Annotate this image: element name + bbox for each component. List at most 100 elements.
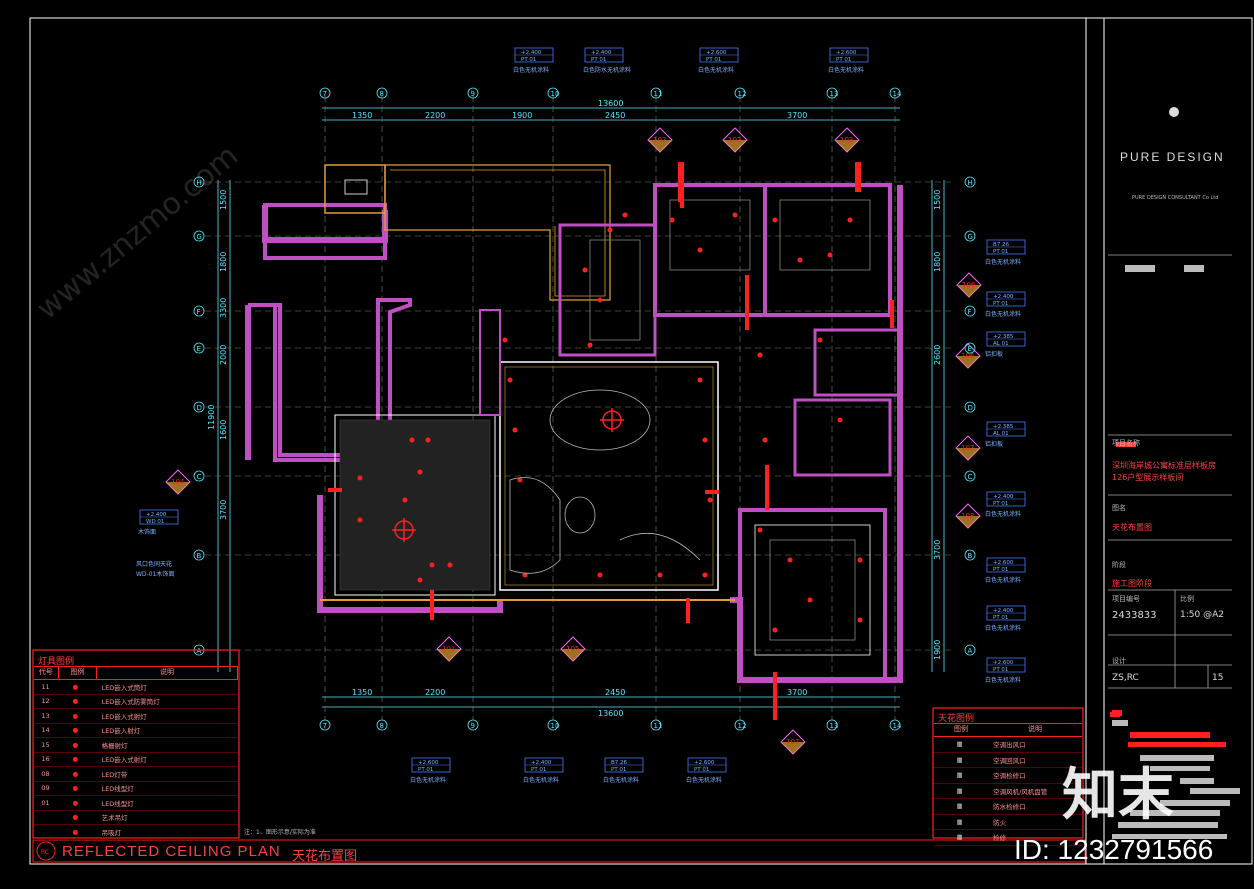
grid-label: D xyxy=(968,404,973,412)
downlight xyxy=(402,497,408,503)
tag-note: 铝扣板 xyxy=(985,440,1003,448)
callout-number: 106 xyxy=(962,281,976,289)
callout-number: 108 xyxy=(961,512,974,520)
legend-code: 01 xyxy=(41,798,50,807)
dim-text-top: 2200 xyxy=(425,111,445,120)
grid-bubble xyxy=(734,87,746,99)
tag-code: PT 01 xyxy=(993,615,1008,621)
grid-label: 9 xyxy=(471,90,475,98)
grid-bubble xyxy=(964,305,976,317)
legend-desc: 空调出风口 xyxy=(993,741,1026,750)
grid-bubble xyxy=(467,87,479,99)
dim-text-top: 1900 xyxy=(512,111,532,120)
redaction-bars-bottom xyxy=(1110,712,1120,717)
dim-total-top: 13600 xyxy=(598,99,623,108)
grid-bubble xyxy=(964,176,976,188)
downlight xyxy=(762,437,768,443)
dim-chain-bottom xyxy=(322,696,900,708)
callout-number: 103 xyxy=(840,136,853,144)
company-line: PURE DESIGN CONSULTANT Co Ltd xyxy=(1132,195,1219,201)
tb-stage-label: 阶段 xyxy=(1112,561,1126,569)
downlight xyxy=(522,572,528,578)
legend-row: 11●LED嵌入式筒灯 xyxy=(34,680,238,695)
legend-header-cell: 图例 xyxy=(59,667,98,679)
legend-row: ●吊吸灯 xyxy=(34,825,238,840)
callout-marker: 102 xyxy=(647,127,673,153)
legend-row: ▦空调风机/风机盘管 xyxy=(934,784,1082,799)
tag-level: +2.400 xyxy=(993,294,1014,300)
furniture xyxy=(509,389,701,574)
watermark-brand: 知末 xyxy=(1062,763,1174,828)
grid-label: E xyxy=(197,345,201,353)
tag-level: +2.400 xyxy=(993,494,1014,500)
legend-desc: 检修 xyxy=(993,834,1007,843)
grid-bubble xyxy=(319,719,331,731)
tag-note: 白色无机涂料 xyxy=(985,258,1021,266)
grid-bubble xyxy=(319,87,331,99)
dim-text-right: 2600 xyxy=(933,345,942,365)
grid-label: 10 xyxy=(551,722,560,730)
kitchen xyxy=(558,223,657,357)
tag-code: PT 01 xyxy=(993,249,1008,255)
callout-number: 106 xyxy=(961,352,975,360)
grid-bubble xyxy=(889,87,901,99)
legend-code: 16 xyxy=(41,755,50,764)
legend-row: 16●LED嵌入式射灯 xyxy=(34,753,238,767)
grid-label: A xyxy=(197,647,202,655)
tag-note: 白色防水无机涂料 xyxy=(583,66,631,74)
callout-number: 105 xyxy=(566,645,579,653)
callout-marker: 106 xyxy=(956,272,982,298)
downlight xyxy=(512,427,518,433)
downlight xyxy=(857,557,863,563)
tag-code: PT 01 xyxy=(836,57,851,63)
callout-marker: 107 xyxy=(955,435,981,461)
grid-label: C xyxy=(197,473,202,481)
downlight xyxy=(697,247,703,253)
tb-number: 2433833 xyxy=(1112,610,1157,621)
tag-code: AL 01 xyxy=(993,341,1009,347)
legend-note: 注：1、图形示意/实际为准 xyxy=(244,829,316,836)
bath-right-1 xyxy=(813,328,902,397)
bedroom-2 xyxy=(763,183,892,317)
tag-level: +2.385 xyxy=(993,334,1014,340)
downlight xyxy=(857,617,863,623)
grid-label: A xyxy=(968,647,973,655)
tag-note: 铝扣板 xyxy=(985,350,1003,358)
red-marker xyxy=(773,672,777,720)
grid-label: 9 xyxy=(471,722,475,730)
dim-text-left: 1800 xyxy=(219,252,228,272)
legend-code: 14 xyxy=(41,726,50,735)
tag-level: B7.26 xyxy=(993,242,1010,248)
svg-text:RC: RC xyxy=(41,849,49,856)
legend-row: 14●LED嵌入射灯 xyxy=(34,724,238,738)
grid-label: H xyxy=(197,179,202,187)
callout-number: 101 xyxy=(442,645,455,653)
grid-bubble xyxy=(376,719,388,731)
downlight xyxy=(807,597,813,603)
legend-desc: 空调检修口 xyxy=(993,772,1026,781)
callout-marker: 107 xyxy=(780,729,806,755)
grid-bubble xyxy=(547,719,559,731)
grid-label: H xyxy=(968,179,973,187)
grid-label: 8 xyxy=(380,722,384,730)
downlight xyxy=(502,337,508,343)
callout-number: 102 xyxy=(653,136,666,144)
dim-text-bottom: 3700 xyxy=(787,688,807,697)
redacted-bar xyxy=(1190,788,1240,794)
legend-desc: LED嵌入式射灯 xyxy=(101,712,147,721)
tb-number-label: 项目编号 xyxy=(1112,595,1140,603)
tag-note: 白色无机涂料 xyxy=(686,776,722,784)
grid-bubble xyxy=(650,87,662,99)
grid-bubble xyxy=(650,719,662,731)
tag-level: +2.600 xyxy=(694,760,715,766)
dim-text-right: 1500 xyxy=(933,190,942,210)
tag-level: +2.600 xyxy=(706,50,727,56)
tag-code: AL 01 xyxy=(993,431,1009,437)
grid-label: B xyxy=(968,552,973,560)
redacted-bar xyxy=(1130,810,1220,816)
downlight xyxy=(429,562,435,568)
legend-desc: 空调风机/风机盘管 xyxy=(993,787,1048,796)
